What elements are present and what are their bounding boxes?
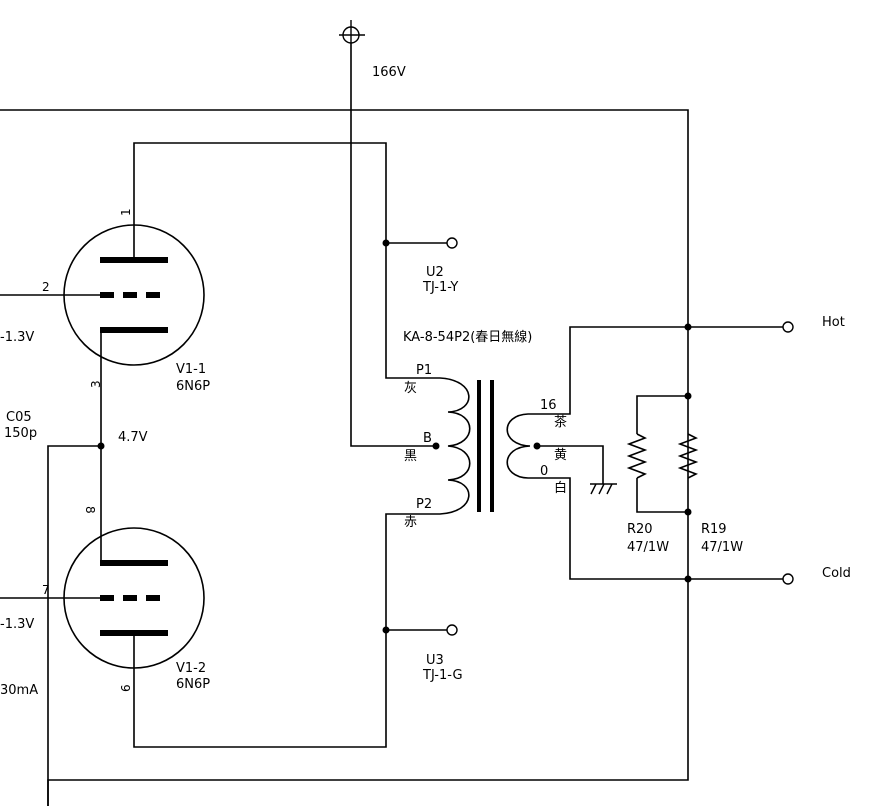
primary-color-p1: 灰 (404, 381, 417, 396)
resistor-r19-icon (677, 433, 699, 479)
capacitor-ref: C05 (6, 410, 32, 425)
cold-terminal (782, 573, 794, 585)
v1-1-pin-plate: 1 (119, 208, 133, 216)
u2-ref: U2 (426, 265, 444, 280)
primary-tap-b: B (423, 431, 432, 446)
v1-1-pin-cathode: 3 (89, 380, 103, 388)
v1-1-pin-grid: 2 (42, 280, 50, 294)
r20-top-wire (636, 395, 688, 434)
hot-terminal (782, 321, 794, 333)
supply-voltage-label: 166V (372, 65, 406, 80)
hot-label: Hot (822, 315, 845, 330)
v1-2-grid-bias: -1.3V (0, 617, 34, 632)
current-label: 30mA (0, 683, 38, 698)
r20-value: 47/1W (627, 540, 669, 555)
secondary-tap-16: 16 (540, 398, 557, 413)
b-plus-wire (350, 43, 436, 447)
v1-2-ref: V1-2 (176, 661, 206, 676)
v1-2-type: 6N6P (176, 677, 210, 692)
v1-2-plate-wire (133, 513, 415, 748)
secondary-color-0: 白 (554, 480, 567, 496)
v1-2-pin-grid: 7 (42, 583, 50, 597)
secondary-color-16: 茶 (554, 414, 567, 430)
supply-terminal (339, 20, 365, 44)
r20-ref: R20 (627, 522, 653, 537)
transformer-core (477, 380, 494, 512)
v1-1-grid-bias: -1.3V (0, 330, 34, 345)
secondary-color-ct: 黄 (554, 448, 567, 463)
b-tap-junction (432, 442, 440, 450)
transformer-primary-winding (415, 377, 471, 515)
cathode-voltage-label: 4.7V (118, 430, 148, 445)
secondary-hot-wire (545, 326, 688, 415)
r19-value: 47/1W (701, 540, 743, 555)
v1-1-type: 6N6P (176, 379, 210, 394)
resistor-r20-icon (626, 433, 648, 479)
feedback-frame-wire (0, 109, 689, 806)
u3-type: TJ-1-G (422, 668, 463, 683)
secondary-cold-wire (545, 477, 688, 580)
cold-label: Cold (822, 566, 851, 581)
u2-terminal (446, 237, 458, 249)
transformer-secondary-winding (506, 413, 545, 479)
primary-tap-p2: P2 (416, 497, 432, 512)
transformer-model: KA-8-54P2(春日無線) (403, 329, 532, 345)
primary-color-p2: 赤 (404, 515, 417, 530)
u2-type: TJ-1-Y (422, 280, 458, 295)
secondary-ct-wire (537, 445, 604, 484)
r20-bottom-wire (636, 478, 688, 513)
u3-terminal (446, 624, 458, 636)
u3-ref: U3 (426, 653, 444, 668)
r19-ref: R19 (701, 522, 727, 537)
v1-1-ref: V1-1 (176, 362, 206, 377)
ground-icon (590, 483, 617, 495)
capacitor-wire (47, 445, 101, 806)
primary-color-b: 黒 (404, 449, 417, 464)
capacitor-value: 150p (4, 426, 37, 441)
v1-1-plate-wire (133, 142, 415, 379)
secondary-tap-0: 0 (540, 464, 548, 479)
v1-2-pin-plate: 6 (119, 684, 133, 692)
primary-tap-p1: P1 (416, 363, 432, 378)
v1-2-pin-cathode: 8 (83, 506, 97, 514)
